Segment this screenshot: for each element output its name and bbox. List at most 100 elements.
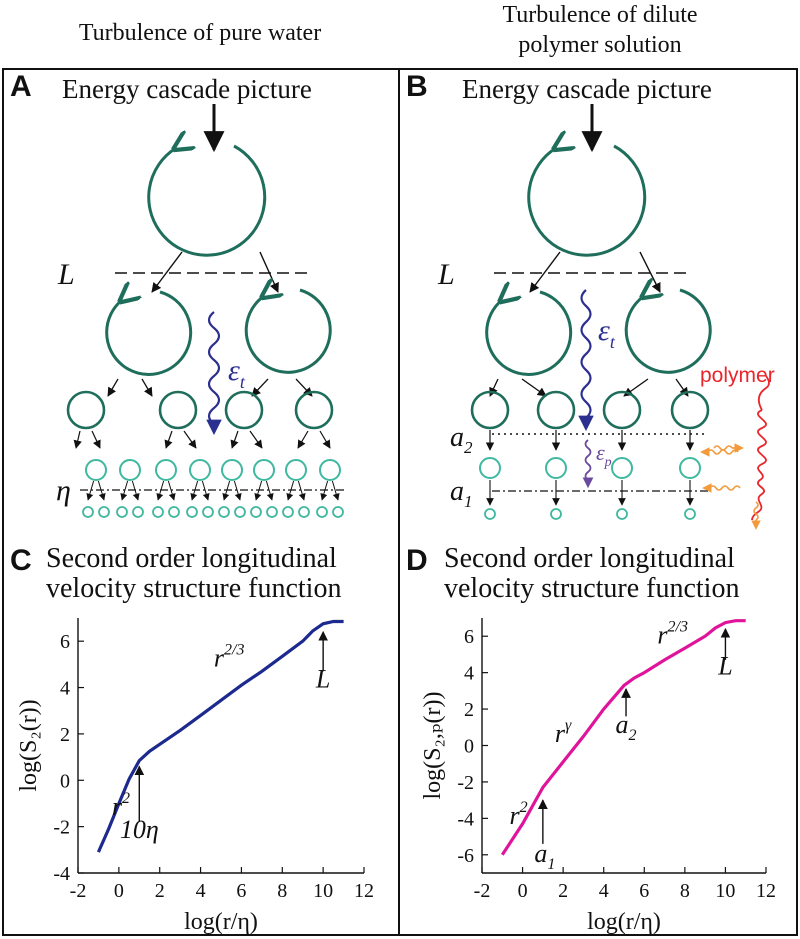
panel-b-title: Energy cascade picture xyxy=(462,74,712,104)
large-eddy xyxy=(147,146,267,257)
tiny-eddy xyxy=(218,506,230,518)
y-tick-label: -2 xyxy=(457,772,474,794)
annotation: r2 xyxy=(509,799,527,830)
tiny-eddy xyxy=(168,506,180,518)
label-a1: a1 xyxy=(450,476,473,511)
tiny-eddy xyxy=(332,506,344,518)
cascade-arrow xyxy=(167,480,176,501)
tiny-eddy xyxy=(186,506,198,518)
polymer-wave-down xyxy=(753,501,759,521)
panel-d-title-line2: velocity structure function xyxy=(444,573,740,604)
panel-a-title: Energy cascade picture xyxy=(62,74,312,104)
cascade-arrow xyxy=(222,480,231,501)
cascade-arrow xyxy=(320,480,329,501)
annotation: a1 xyxy=(534,839,555,873)
x-tick-label: 10 xyxy=(715,880,735,902)
cascade-arrow xyxy=(190,480,199,501)
cascade-arrow xyxy=(131,480,140,501)
label-a2: a2 xyxy=(450,422,473,457)
x-tick-label: 2 xyxy=(558,880,568,902)
cascade-arrow xyxy=(120,480,129,501)
right-title-line2: polymer solution xyxy=(518,32,682,58)
y-tick-label: 6 xyxy=(464,626,474,648)
cascade-arrow xyxy=(286,480,295,501)
panel-c-title-line2: velocity structure function xyxy=(46,573,342,604)
x-tick-label: 0 xyxy=(518,880,528,902)
y-tick-label: 0 xyxy=(60,770,70,792)
cascade-arrow xyxy=(201,480,210,501)
tiny-eddy xyxy=(98,506,110,518)
y-tick-label: 4 xyxy=(464,663,474,685)
x-tick-label: 12 xyxy=(354,880,374,902)
y-tick-label: -6 xyxy=(457,845,474,867)
panel-a-diagram xyxy=(66,104,345,518)
left-column-title: Turbulence of pure water xyxy=(78,20,322,46)
cascade-arrow xyxy=(97,480,106,501)
tiny-eddy xyxy=(298,506,310,518)
tiny-eddy xyxy=(116,506,128,518)
tiny-eddy xyxy=(282,506,294,518)
cascade-arrow xyxy=(233,480,242,501)
x-tick-label: 12 xyxy=(756,880,776,902)
x-tick-label: -2 xyxy=(474,880,491,902)
polymer-wave-in xyxy=(713,445,733,451)
medium-eddy xyxy=(485,292,573,376)
label-polymer: polymer xyxy=(700,364,775,387)
x-tick-label: 0 xyxy=(114,880,124,902)
cascade-arrow xyxy=(529,251,561,293)
label-L-b: L xyxy=(437,258,455,291)
tiny-eddy xyxy=(132,506,144,518)
cascade-arrow xyxy=(265,480,274,501)
tiny-eddy xyxy=(266,506,278,518)
polymer-wave-out xyxy=(709,485,741,491)
cascade-arrow xyxy=(151,251,183,293)
x-axis-label: log(r/η) xyxy=(587,909,661,935)
x-tick-label: 8 xyxy=(680,880,690,902)
annotation: a2 xyxy=(616,710,637,744)
annotation: L xyxy=(717,651,732,680)
panel-d-title-line1: Second order longitudinal xyxy=(444,543,735,574)
label-eps-t-b: εt xyxy=(598,314,616,352)
panel-c-label: C xyxy=(10,544,32,577)
tiny-eddy xyxy=(250,506,262,518)
energy-flux-wave xyxy=(580,289,592,419)
annotation: r2 xyxy=(112,790,130,821)
panel-b-label: B xyxy=(406,70,428,103)
right-title-line1: Turbulence of dilute xyxy=(502,2,698,28)
right-column-title: Turbulence of dilute polymer solution xyxy=(400,0,800,60)
panel-right-frame xyxy=(398,68,798,936)
tiny-eddy xyxy=(202,506,214,518)
x-tick-label: 6 xyxy=(639,880,649,902)
x-tick-label: -2 xyxy=(70,880,87,902)
cascade-arrow xyxy=(156,480,165,501)
tiny-eddy xyxy=(316,506,328,518)
x-axis-label: log(r/η) xyxy=(184,909,258,935)
polymer-chain xyxy=(751,375,770,521)
label-eta: η xyxy=(56,474,71,507)
cascade-arrow xyxy=(86,480,95,501)
label-L: L xyxy=(57,258,75,291)
cascade-arrow xyxy=(639,251,661,293)
y-tick-label: 4 xyxy=(60,678,70,700)
cascade-arrow xyxy=(297,480,306,501)
cascade-arrow xyxy=(259,251,279,293)
y-tick-label: -2 xyxy=(53,817,70,839)
cascade-arrow xyxy=(331,480,340,501)
x-tick-label: 2 xyxy=(155,880,165,902)
tiny-eddy xyxy=(152,506,164,518)
medium-eddy xyxy=(624,290,712,374)
large-eddy xyxy=(527,146,647,257)
y-tick-label: 6 xyxy=(60,631,70,653)
y-tick-label: 2 xyxy=(60,724,70,746)
medium-eddy xyxy=(105,292,193,376)
annotation: r2/3 xyxy=(657,619,688,650)
x-tick-label: 4 xyxy=(599,880,609,902)
y-axis-label: log(S₂,ₚ(r)) xyxy=(420,692,446,800)
panel-a-label: A xyxy=(10,70,32,103)
medium-eddy xyxy=(244,290,332,374)
energy-flux-wave xyxy=(207,311,221,425)
series-line-0 xyxy=(96,619,344,853)
label-eps-t: εt xyxy=(228,354,246,392)
panel-b-diagram xyxy=(470,104,770,530)
